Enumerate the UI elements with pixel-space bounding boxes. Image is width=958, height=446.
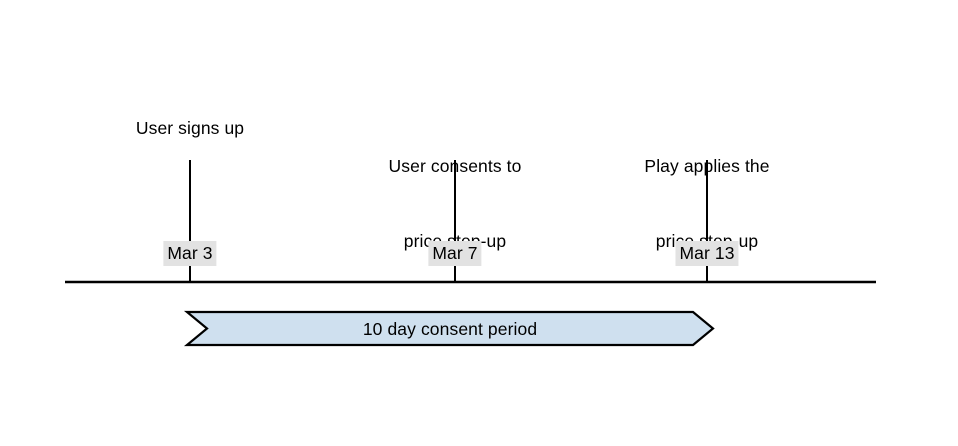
event-label-apply-line1: Play applies the bbox=[644, 156, 770, 176]
date-chip-signup: Mar 3 bbox=[163, 241, 217, 266]
event-label-consent-line1: User consents to bbox=[388, 156, 522, 176]
consent-period-banner-shape bbox=[183, 310, 715, 347]
event-label-consent: User consents to price step-up bbox=[389, 104, 522, 304]
date-chip-apply: Mar 13 bbox=[675, 241, 739, 266]
date-chip-consent: Mar 7 bbox=[428, 241, 482, 266]
event-label-apply: Play applies the price step-up bbox=[644, 104, 769, 304]
consent-period-label: 10 day consent period bbox=[362, 319, 538, 339]
event-label-signup: User signs up bbox=[135, 118, 245, 138]
